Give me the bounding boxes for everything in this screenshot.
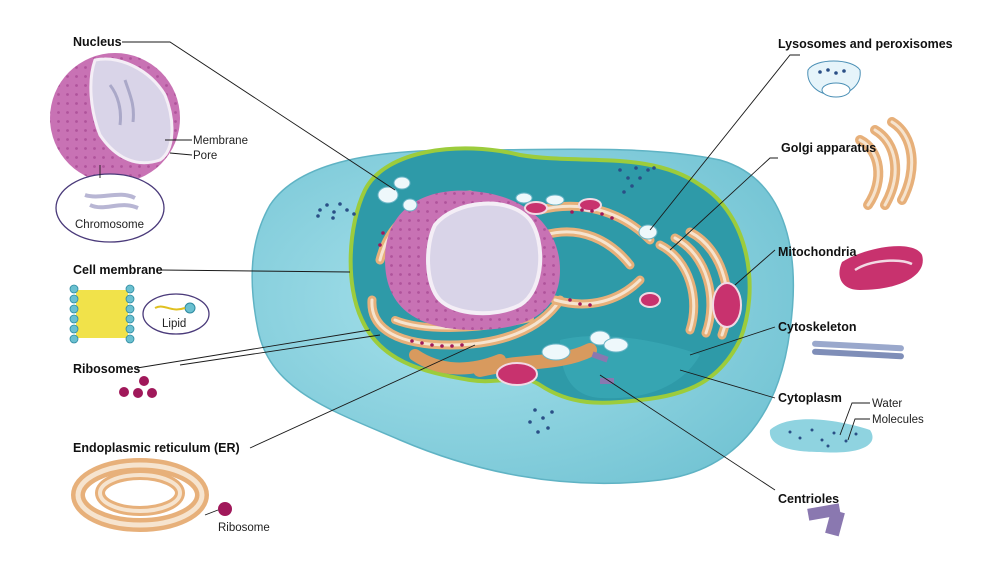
leader-lines [99, 41, 870, 516]
cytoplasm-inset [769, 419, 873, 453]
label-mitochondria: Mitochondria [778, 245, 858, 259]
cytoskeleton-inset [812, 340, 904, 360]
mitochondria-inset [839, 246, 923, 290]
vesicles [377, 176, 658, 361]
label-lipid: Lipid [162, 318, 186, 330]
mitochondria-in-cell [496, 198, 742, 386]
centrioles-inset [807, 503, 845, 537]
label-cell-membrane: Cell membrane [73, 263, 163, 277]
label-er: Endoplasmic reticulum (ER) [73, 441, 240, 455]
label-nucleus: Nucleus [73, 35, 122, 49]
label-lysosomes: Lysosomes and peroxisomes [778, 37, 953, 51]
label-water: Water [872, 398, 902, 410]
golgi-inset [855, 117, 917, 210]
label-ribosomes: Ribosomes [73, 362, 140, 376]
label-cytoplasm: Cytoplasm [778, 391, 842, 405]
centrioles-in-cell [591, 351, 614, 384]
ribosomes-inset [119, 376, 157, 398]
golgi-in-cell [655, 227, 732, 340]
labels: Nucleus Membrane Pore Chromosome Cell me… [73, 35, 953, 534]
label-membrane: Membrane [193, 135, 248, 147]
secreted-molecules [316, 166, 656, 434]
nucleus-in-cell [385, 190, 560, 330]
label-cytoskeleton: Cytoskeleton [778, 320, 857, 334]
er-inset [71, 458, 232, 532]
lipid-bilayer-inset [69, 284, 210, 344]
label-chromosome: Chromosome [75, 219, 144, 231]
nucleus-inset [50, 53, 180, 243]
label-golgi: Golgi apparatus [781, 141, 876, 155]
label-centrioles: Centrioles [778, 492, 839, 506]
label-pore: Pore [193, 150, 217, 162]
lysosome-inset [807, 60, 861, 98]
label-molecules: Molecules [872, 414, 924, 426]
ribosome-dots-in-cell [378, 208, 614, 348]
label-ribosome: Ribosome [218, 522, 270, 534]
